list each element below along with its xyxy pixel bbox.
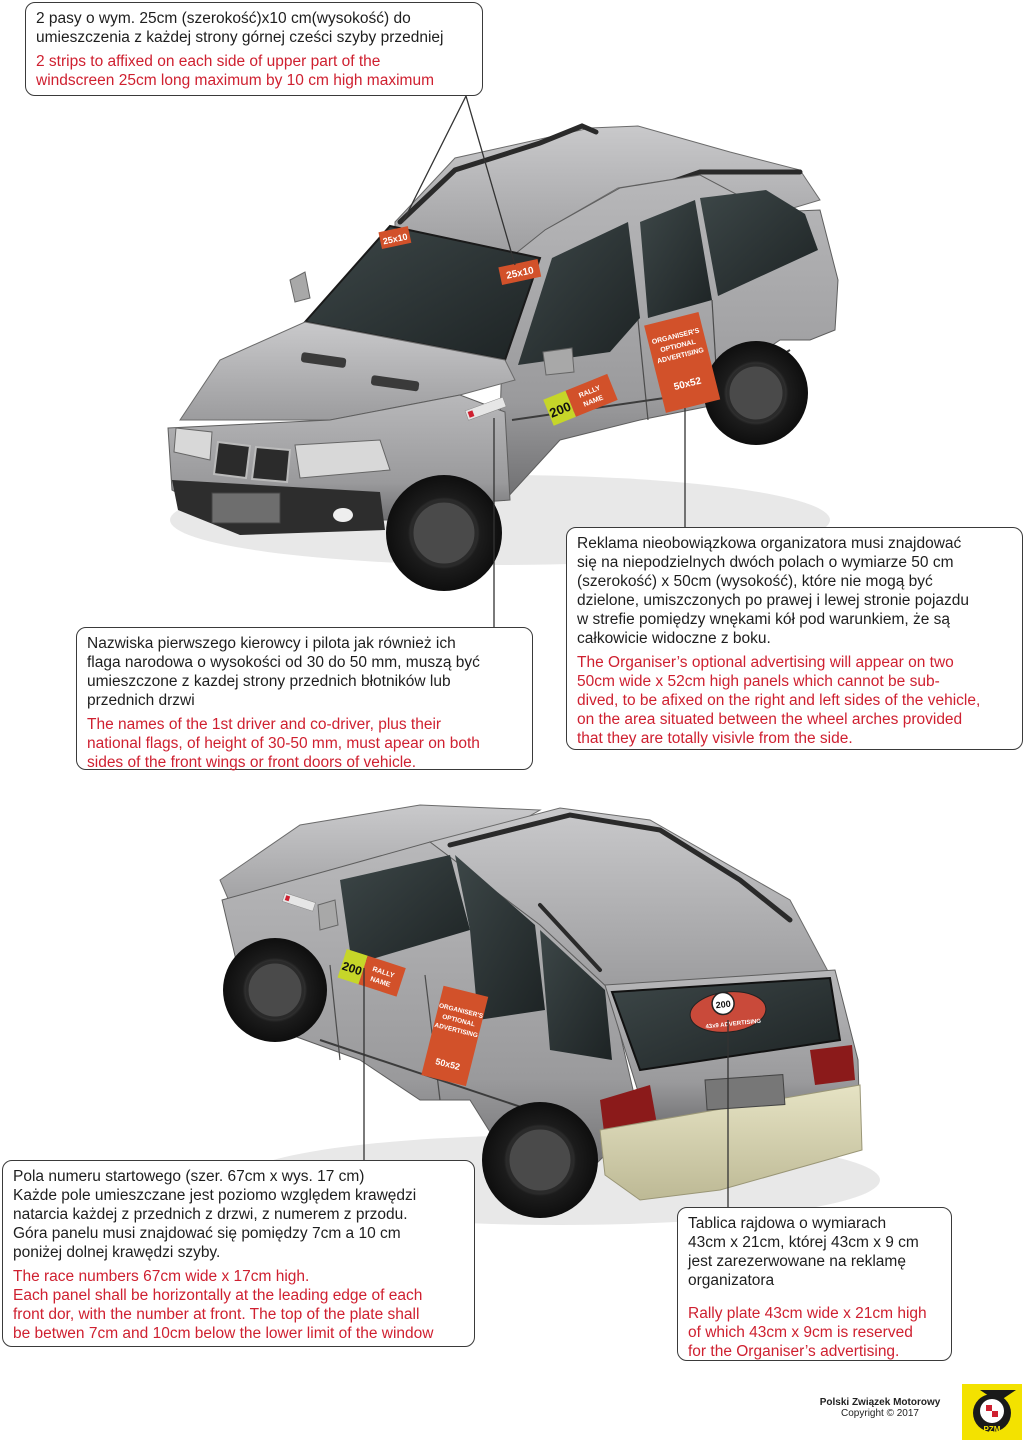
- leader-lines-bottom: [363, 968, 729, 1208]
- pzm-logo: PZM: [962, 1384, 1022, 1440]
- pzm-logo-text: PZM: [984, 1425, 1001, 1434]
- organiser-panel-front: [644, 312, 721, 413]
- race-number-plate-rear: [337, 948, 368, 985]
- rear-view-car: 200 RALLY NAME ORGANISER'S OPTIONAL ADVE…: [219, 804, 880, 1225]
- windscreen-strip-left: [378, 226, 412, 249]
- windscreen-note-en: 2 strips to affixed on each side of uppe…: [36, 53, 434, 89]
- race-number-plate-front: [543, 390, 576, 426]
- footer-org: Polski Związek Motorowy: [819, 1397, 941, 1408]
- rally-plate-note-en: Rally plate 43cm wide x 21cm high of whi…: [688, 1305, 927, 1360]
- driver-names-strip-rear: [281, 892, 316, 912]
- rally-plate-note: Tablica rajdowa o wymiarach 43cm x 21cm,…: [677, 1207, 952, 1361]
- windscreen-strip-right: [498, 259, 542, 285]
- windscreen-strips-note: 2 pasy o wym. 25cm (szerokość)x10 cm(wys…: [25, 2, 483, 96]
- footer-copyright: Copyright © 2017: [841, 1408, 919, 1419]
- rear-plate-number: 200: [715, 999, 731, 1011]
- race-numbers-note: Pola numeru startowego (szer. 67cm x wys…: [2, 1160, 475, 1347]
- leader-lines-top: [402, 95, 686, 628]
- windscreen-note-pl: 2 pasy o wym. 25cm (szerokość)x10 cm(wys…: [36, 10, 444, 46]
- rear-rally-plate: 200 43x9 ADVERTISING: [689, 991, 767, 1033]
- organiser-note-pl: Reklama nieobowiązkowa organizatora musi…: [577, 535, 970, 647]
- race-number-rear: 200: [340, 959, 364, 979]
- organiser-advertising-note: Reklama nieobowiązkowa organizatora musi…: [566, 527, 1023, 750]
- rally-name-panel-front: [565, 373, 618, 417]
- names-note-pl: Nazwiska pierwszego kierowcy i pilota ja…: [87, 635, 480, 709]
- driver-names-strip-front: [464, 396, 507, 421]
- rear-plate-text: 43x9 ADVERTISING: [705, 1019, 761, 1031]
- names-note-en: The names of the 1st driver and co-drive…: [87, 716, 480, 771]
- organiser-note-en: The Organiser’s optional advertising wil…: [577, 654, 981, 747]
- footer: Polski Związek Motorowy Copyright © 2017: [800, 1397, 960, 1419]
- race-numbers-note-pl: Pola numeru startowego (szer. 67cm x wys…: [13, 1168, 417, 1261]
- rally-name-panel-rear: [358, 955, 406, 997]
- race-numbers-note-en: The race numbers 67cm wide x 17cm high. …: [13, 1268, 434, 1342]
- rally-plate-note-pl: Tablica rajdowa o wymiarach 43cm x 21cm,…: [688, 1215, 919, 1289]
- driver-names-note: Nazwiska pierwszego kierowcy i pilota ja…: [76, 627, 533, 771]
- organiser-panel-rear: [421, 985, 489, 1087]
- front-view-car: 25x10 25x10 200 RALLY NAME ORGANISER'S O…: [167, 123, 839, 591]
